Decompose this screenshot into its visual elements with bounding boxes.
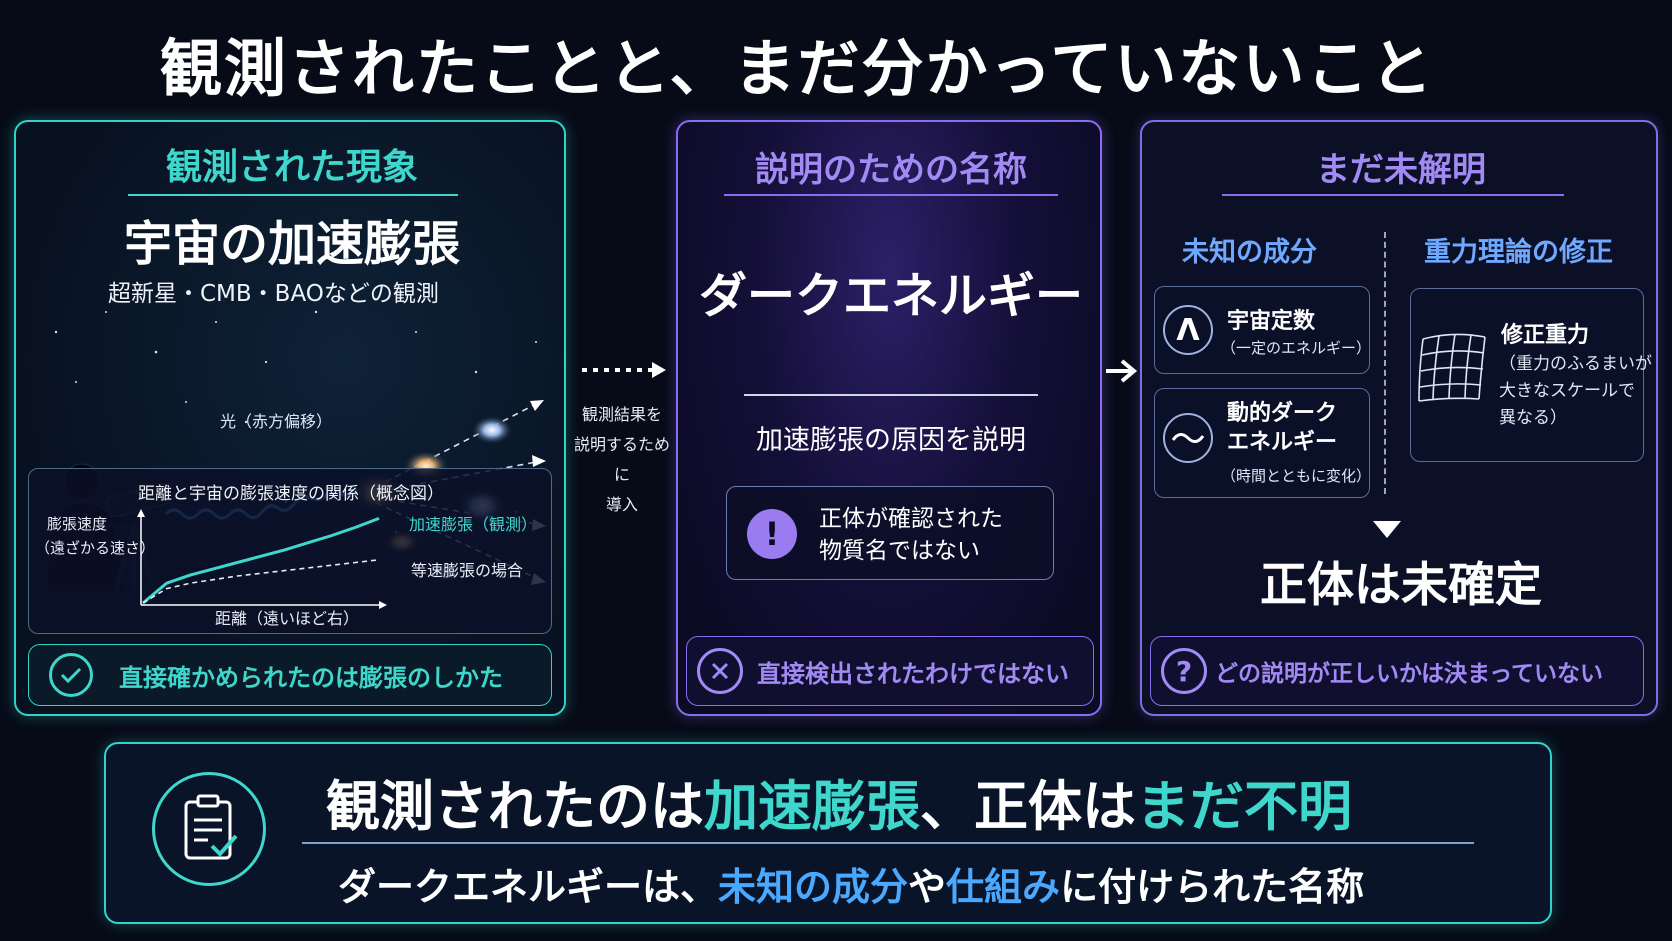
summary-line2-part-e: に付けられた名称 [1060, 865, 1365, 909]
summary-line1-part-b: 加速膨張 [704, 775, 920, 838]
dark-energy-name: ダークエネルギー [698, 268, 1083, 324]
arrow-label-line-3: 導入 [605, 495, 638, 514]
chart-xlabel: 距離（遠いほど右） [215, 609, 360, 628]
column-divider [1384, 232, 1386, 494]
conclusion: 正体は未確定 [1260, 558, 1542, 613]
unresolved-note: ? どの説明が正しいかは決まっていない [1150, 636, 1644, 706]
dyn-title: 動的ダーク エネルギー [1227, 399, 1337, 457]
chart-title: 距離と宇宙の膨張速度の関係（概念図） [138, 484, 444, 504]
arrow-label-line-1: 観測結果を [581, 405, 662, 424]
unresolved-heading: まだ未解明 [1316, 150, 1486, 190]
summary-divider [302, 842, 1474, 844]
summary-line-1: 観測されたのは加速膨張、正体はまだ不明 [326, 762, 1352, 841]
observed-note: 直接確かめられたのは膨張のしかた [28, 644, 552, 706]
cross-icon [697, 648, 743, 694]
naming-panel: 説明のための名称 ダークエネルギー 加速膨張の原因を説明 ! 正体が確認された … [676, 120, 1102, 716]
modified-gravity-heading: 重力理論の修正 [1424, 237, 1613, 268]
mg-sub-line-2: 大きなスケールで [1499, 381, 1635, 401]
chart-ylabel-1: 膨張速度 [47, 515, 108, 533]
mg-title: 修正重力 [1501, 323, 1590, 348]
cosmological-constant-card: Λ 宇宙定数 （一定のエネルギー） [1154, 286, 1372, 374]
chart-ylabel-2: （遠ざかる速さ） [35, 539, 156, 557]
page-title: 観測されたことと、まだ分かっていないこと [160, 32, 1435, 105]
summary-box: 観測されたのは加速膨張、正体はまだ不明 ダークエネルギーは、未知の成分や仕組みに… [104, 742, 1552, 924]
summary-line1-part-a: 観測されたのは [326, 775, 704, 838]
arrow-label-line-2: 説明するために [573, 435, 670, 484]
observed-panel: 観測された現象 宇宙の加速膨張 超新星・CMB・BAOなどの観測 [14, 120, 566, 716]
wave-icon [1163, 413, 1213, 463]
accelerated-expansion-line [142, 516, 380, 605]
naming-heading: 説明のための名称 [755, 150, 1027, 190]
naming-heading-divider [724, 194, 1058, 196]
unresolved-panel: まだ未解明 未知の成分 重力理論の修正 Λ 宇宙定数 （一定のエネルギー） 動的… [1140, 120, 1658, 716]
chart-box: 距離と宇宙の膨張速度の関係（概念図） 膨張速度 （遠ざかる速さ） 加速膨張（観測… [28, 468, 552, 634]
summary-line1-part-c: 、正体は [920, 775, 1136, 838]
arrow-right-icon [1106, 359, 1138, 383]
observed-sub: 超新星・CMB・BAOなどの観測 [108, 281, 439, 307]
question-icon: ? [1161, 648, 1207, 694]
unresolved-heading-divider [1222, 194, 1564, 196]
cc-title: 宇宙定数 [1227, 309, 1316, 334]
check-icon [49, 653, 93, 697]
clipboard-check-icon [152, 772, 266, 886]
exclamation-icon: ! [747, 509, 797, 559]
naming-note-text: 直接検出されたわけではない [757, 659, 1069, 688]
dyn-sub: （時間とともに変化） [1221, 467, 1372, 485]
series-label-constant: 等速膨張の場合 [411, 561, 524, 580]
dyn-title-line-2: エネルギー [1227, 430, 1338, 455]
summary-line2-part-c: や [908, 865, 947, 909]
mg-sub-line-1: （重力のふるまいが [1499, 354, 1652, 374]
constant-expansion-line [142, 559, 380, 604]
summary-line2-part-b: 未知の成分 [718, 865, 909, 909]
observed-main: 宇宙の加速膨張 [123, 216, 460, 272]
chart-y-axis-arrow [137, 509, 145, 517]
arrow-label: 観測結果を 説明するために 導入 [572, 400, 672, 520]
chart-series-group [142, 516, 380, 605]
observed-note-text: 直接確かめられたのは膨張のしかた [119, 663, 503, 692]
naming-description: 加速膨張の原因を説明 [756, 425, 1026, 456]
dynamic-dark-energy-card: 動的ダーク エネルギー （時間とともに変化） [1154, 388, 1372, 498]
light-label: 光（赤方偏移） [220, 412, 333, 431]
summary-line2-part-d: 仕組み [946, 865, 1061, 909]
cc-sub: （一定のエネルギー） [1221, 339, 1372, 357]
unresolved-note-text: どの説明が正しいかは決まっていない [1215, 661, 1604, 687]
summary-line-2: ダークエネルギーは、未知の成分や仕組みに付けられた名称 [338, 856, 1364, 911]
naming-divider [744, 394, 1038, 396]
expansion-chart [137, 509, 387, 609]
modified-gravity-card: 修正重力 （重力のふるまいが 大きなスケールで 異なる） [1410, 288, 1652, 462]
observed-heading: 観測された現象 [165, 147, 418, 188]
dotted-arrow-icon [582, 362, 666, 378]
observed-heading-divider [128, 194, 458, 196]
series-label-accelerated: 加速膨張（観測） [409, 515, 538, 534]
chart-x-axis-arrow [379, 601, 387, 609]
warning-line-2: 物質名ではない [819, 538, 980, 564]
down-triangle-icon [1373, 521, 1401, 538]
lambda-icon: Λ [1163, 305, 1213, 355]
naming-note: 直接検出されたわけではない [686, 636, 1094, 706]
warped-grid-icon [1418, 333, 1486, 402]
dyn-title-line-1: 動的ダーク [1227, 401, 1338, 426]
mg-sub-line-3: 異なる） [1499, 408, 1567, 428]
unknown-component-heading: 未知の成分 [1182, 237, 1317, 268]
summary-line1-part-d: まだ不明 [1136, 775, 1352, 838]
warning-text: 正体が確認された 物質名ではない [819, 503, 1003, 567]
mg-sub: （重力のふるまいが 大きなスケールで 異なる） [1499, 351, 1652, 432]
summary-line2-part-a: ダークエネルギーは、 [338, 865, 719, 909]
warning-line-1: 正体が確認された [819, 506, 1003, 532]
warning-box: ! 正体が確認された 物質名ではない [726, 486, 1054, 580]
